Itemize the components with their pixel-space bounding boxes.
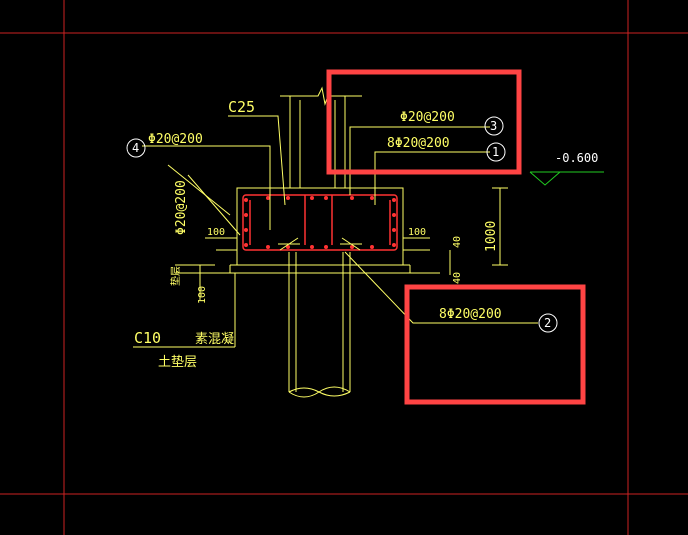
dim-100-vertical-label: 100: [197, 286, 208, 304]
cushion-layer: [200, 249, 440, 274]
marker-2: 2: [544, 316, 551, 330]
elevation-marker: [529, 171, 604, 186]
rebar-2-label: 8Φ20@200: [439, 307, 502, 322]
rebar-3-label: Φ20@200: [400, 110, 455, 125]
rebar-dots: [244, 196, 396, 249]
highlight-boxes: [326, 69, 586, 405]
dim-100-right-label: 100: [408, 227, 426, 238]
cushion-material-label: 素混凝: [195, 331, 234, 347]
dim-40-top-label: 40: [452, 236, 463, 248]
cushion-grade-label: C10: [134, 329, 161, 347]
small-cushion-label: 垫层: [169, 266, 182, 286]
pile-cap: [229, 187, 411, 274]
marker-4: 4: [132, 141, 139, 155]
dim-1000-label: 1000: [484, 221, 499, 252]
marker-circles: [126, 116, 558, 333]
rebar-cage: [242, 194, 398, 251]
concrete-grade-label: C25: [228, 98, 255, 116]
rebar-vertical-label: Φ20@200: [174, 180, 189, 235]
elevation-label: -0.600: [555, 151, 598, 165]
pile: [288, 252, 351, 398]
pile-anchor-bars: [278, 237, 362, 251]
dim-40-bottom-label: 40: [452, 272, 463, 284]
dimension-lines: [175, 187, 508, 300]
cushion-underlines: [133, 273, 236, 348]
dim-100-left-label: 100: [207, 227, 225, 238]
soil-layer-label: 土垫层: [158, 354, 197, 370]
marker-3: 3: [490, 119, 497, 133]
rebar-4-label: Φ20@200: [148, 132, 203, 147]
marker-1: 1: [492, 145, 499, 159]
rebar-1-label: 8Φ20@200: [387, 136, 450, 151]
